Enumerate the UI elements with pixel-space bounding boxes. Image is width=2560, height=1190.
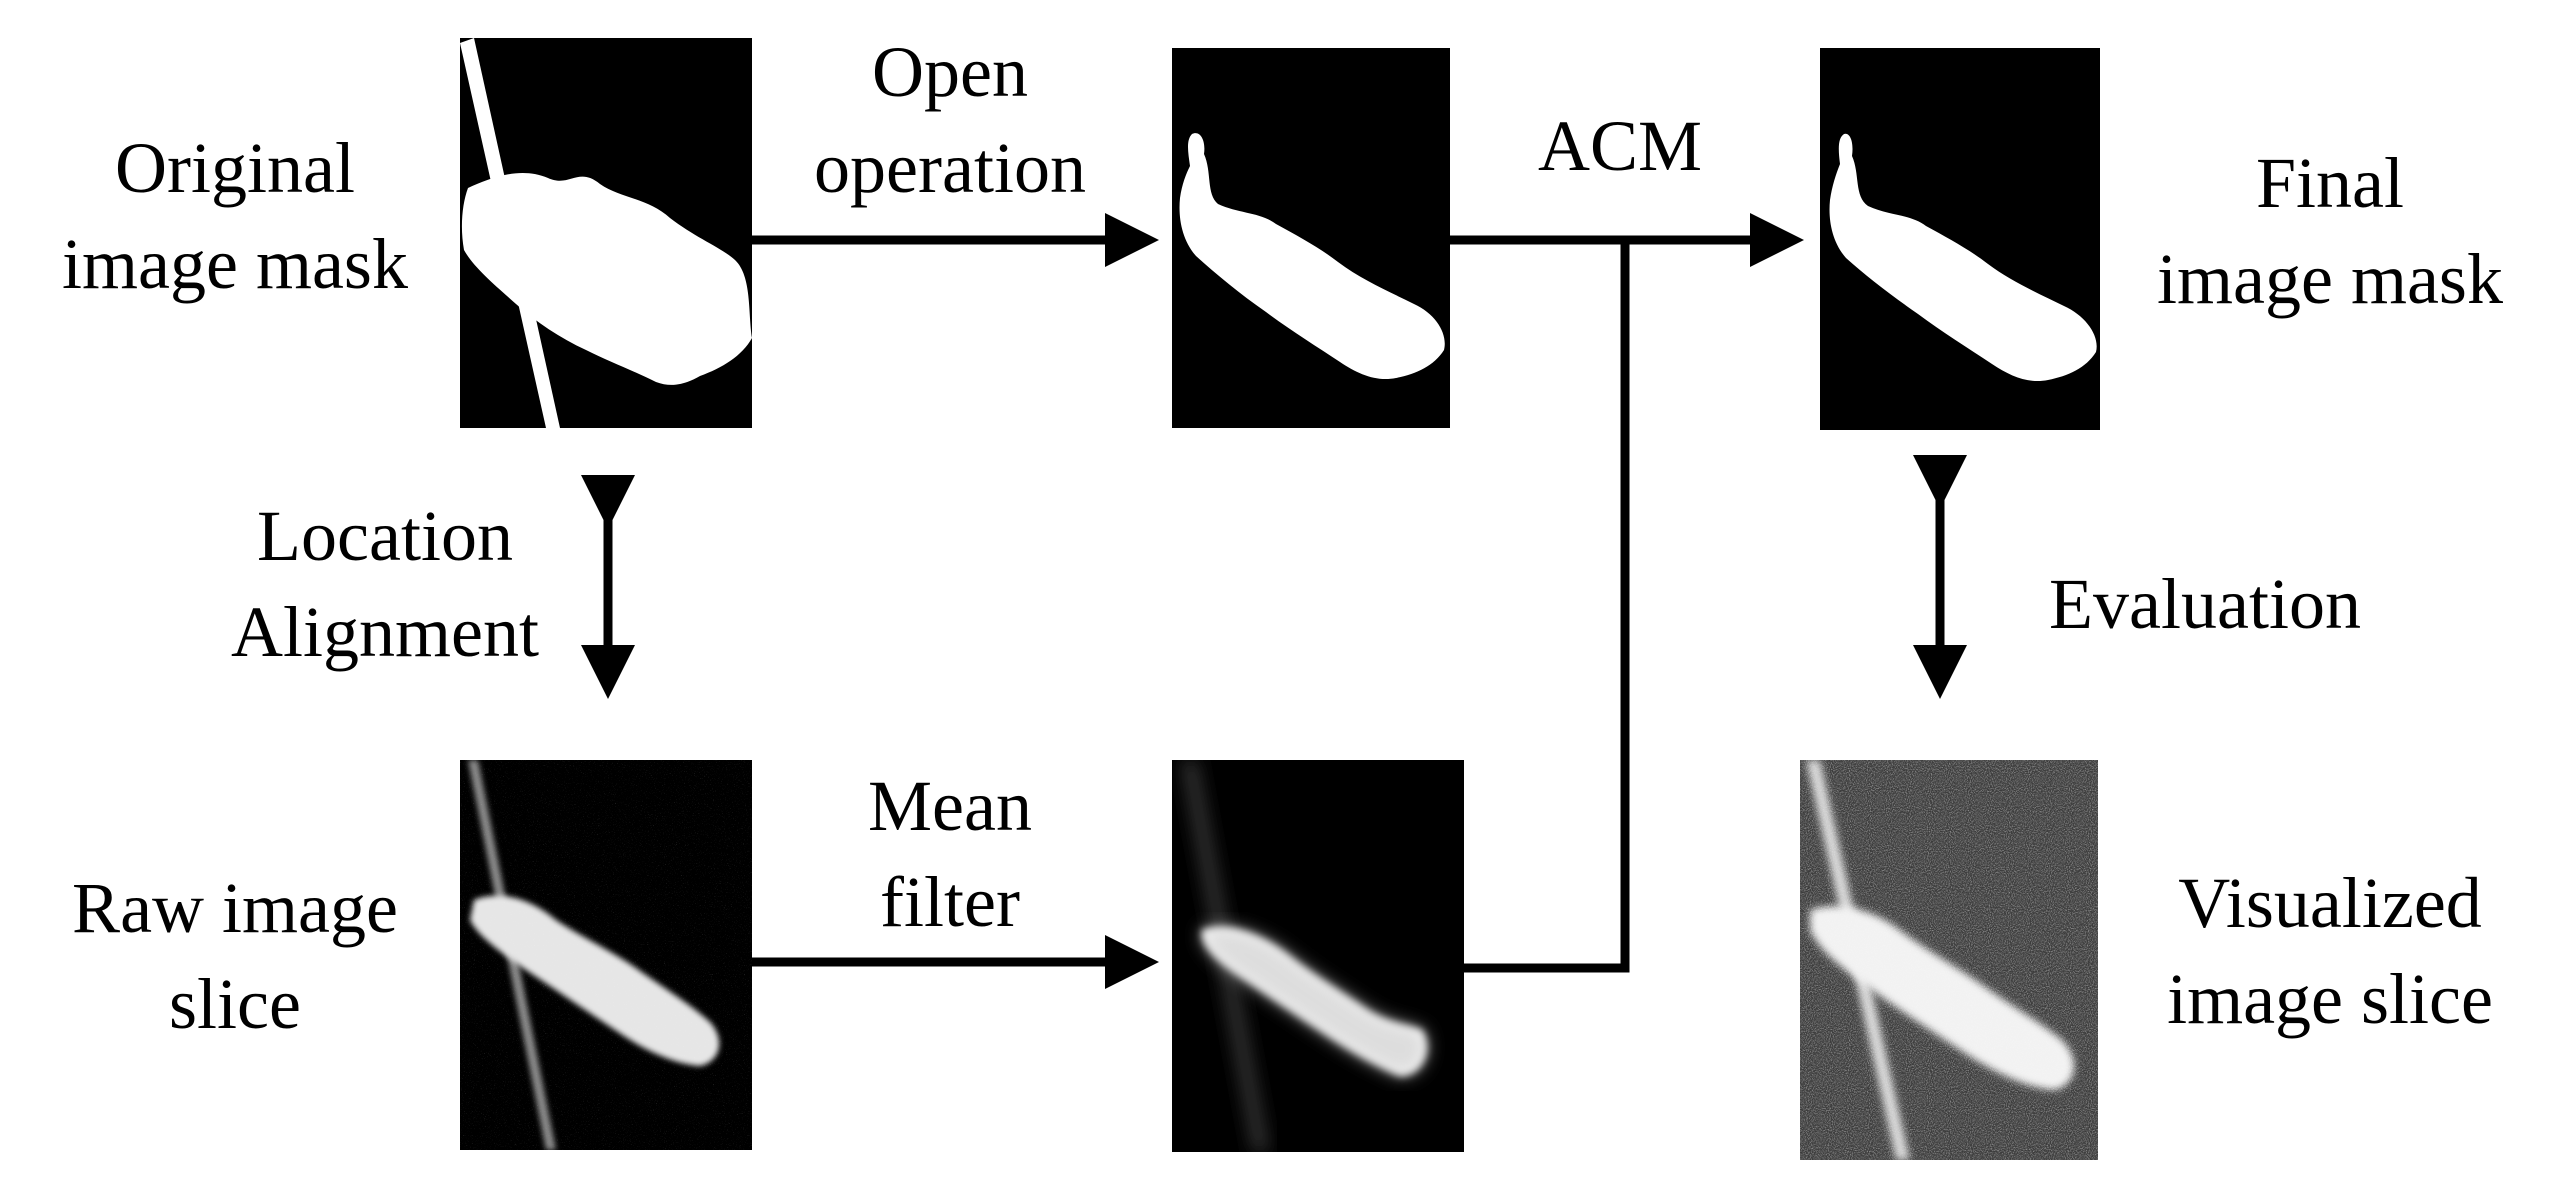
mean-filter-label-line2: filter — [880, 862, 1020, 942]
open-operation-label-line1: Open — [872, 32, 1028, 112]
visualized-slice-label-line2: image slice — [2167, 959, 2493, 1039]
visualized-slice-label: Visualized image slice — [2110, 855, 2550, 1047]
mean-filter-label: Mean filter — [760, 758, 1140, 950]
open-operation-label-line2: operation — [814, 128, 1086, 208]
final-mask-label-line2: image mask — [2157, 239, 2503, 319]
original-mask-label-line1: Original — [115, 128, 355, 208]
final-mask-label-line1: Final — [2255, 143, 2404, 223]
mean-filter-panel — [1172, 760, 1464, 1152]
raw-slice-label: Raw image slice — [20, 860, 450, 1052]
mean-filter-label-line1: Mean — [868, 766, 1032, 846]
final-mask-label: Final image mask — [2110, 135, 2550, 327]
final-mask-panel — [1820, 48, 2100, 430]
evaluation-label-line1: Evaluation — [2049, 564, 2361, 644]
raw-slice-panel — [460, 760, 752, 1150]
visualized-slice-panel — [1800, 760, 2098, 1160]
location-alignment-label-line2: Alignment — [231, 592, 539, 672]
original-mask-label-line2: image mask — [62, 224, 408, 304]
original-mask-label: Original image mask — [20, 120, 450, 312]
opened-mask-panel — [1172, 48, 1450, 428]
raw-slice-label-line1: Raw image — [72, 868, 398, 948]
open-operation-label: Open operation — [760, 24, 1140, 216]
visualized-slice-label-line1: Visualized — [2178, 863, 2482, 943]
location-alignment-label: Location Alignment — [170, 488, 600, 680]
acm-label: ACM — [1470, 98, 1770, 194]
location-alignment-label-line1: Location — [257, 496, 513, 576]
raw-slice-label-line2: slice — [169, 964, 301, 1044]
original-mask-panel — [460, 38, 752, 428]
acm-label-line1: ACM — [1537, 106, 1703, 186]
evaluation-label: Evaluation — [1990, 556, 2420, 652]
connector-filter-to-acm — [1460, 240, 1630, 973]
